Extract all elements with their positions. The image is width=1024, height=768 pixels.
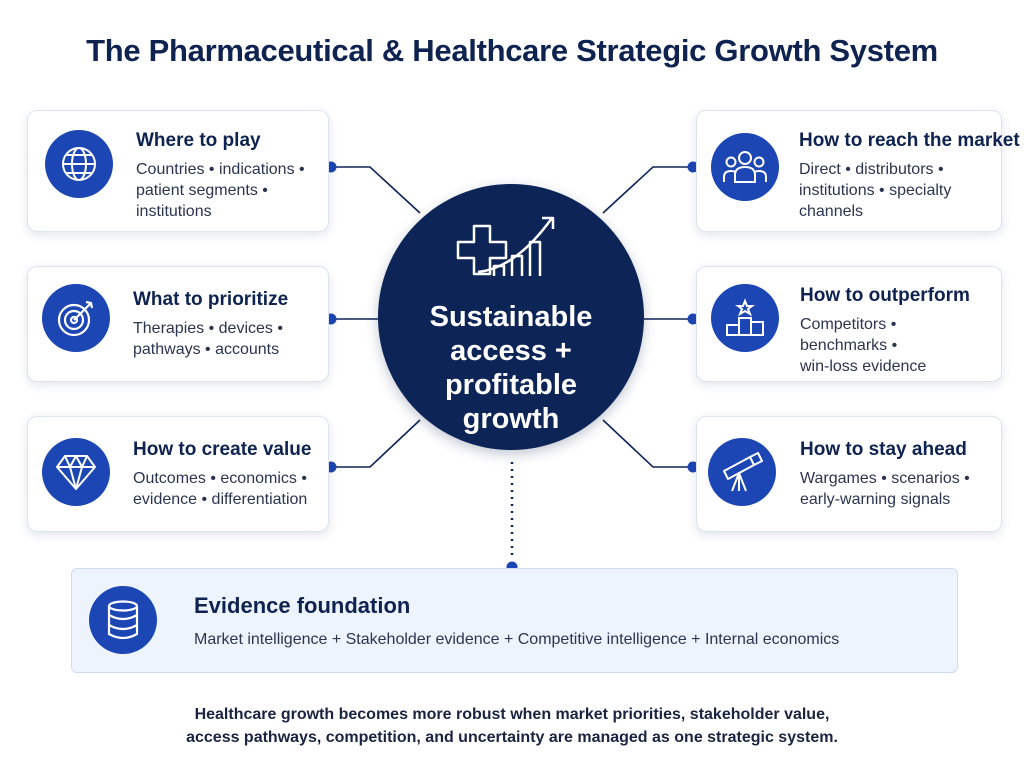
card-line: Countries • indications • bbox=[136, 161, 305, 178]
page-title: The Pharmaceutical & Healthcare Strategi… bbox=[86, 33, 938, 68]
medical-cross-growth-chart-icon bbox=[456, 216, 555, 276]
connector-reach-market bbox=[602, 166, 693, 214]
globe-icon bbox=[45, 130, 113, 198]
card-line: Outcomes • economics • bbox=[133, 470, 307, 487]
card-how-to-stay-ahead: How to stay ahead Wargames • scenarios •… bbox=[696, 416, 1002, 532]
hub-circle: Sustainable access + profitable growth bbox=[378, 184, 644, 450]
card-line: benchmarks • bbox=[800, 337, 898, 354]
card-line: Direct • distributors • bbox=[799, 161, 944, 178]
card-line: early-warning signals bbox=[800, 491, 951, 508]
people-group-icon bbox=[711, 133, 779, 201]
database-icon bbox=[89, 586, 157, 654]
target-icon bbox=[42, 284, 110, 352]
card-how-to-outperform: How to outperform Competitors • benchmar… bbox=[696, 266, 1002, 382]
card-title: What to prioritize bbox=[133, 289, 289, 310]
podium-icon bbox=[711, 284, 779, 352]
footer-summary: Healthcare growth becomes more robust wh… bbox=[186, 706, 838, 746]
diamond-icon bbox=[42, 438, 110, 506]
connector-create-value bbox=[331, 419, 421, 468]
evidence-foundation-panel: Evidence foundation Market intelligence … bbox=[71, 568, 958, 673]
card-how-to-reach-the-market: How to reach the market Direct • distrib… bbox=[696, 110, 1020, 232]
card-title: Where to play bbox=[136, 130, 261, 151]
card-title: How to reach the market bbox=[799, 130, 1020, 151]
card-where-to-play: Where to play Countries • indications • … bbox=[27, 110, 329, 232]
card-line: institutions bbox=[136, 203, 212, 220]
card-how-to-create-value: How to create value Outcomes • economics… bbox=[27, 416, 329, 532]
card-line: pathways • accounts bbox=[133, 341, 280, 358]
connector-where-to-play bbox=[331, 166, 421, 214]
card-title: How to stay ahead bbox=[800, 439, 967, 460]
foundation-title: Evidence foundation bbox=[194, 593, 411, 618]
telescope-icon bbox=[708, 438, 776, 506]
card-line: evidence • differentiation bbox=[133, 491, 308, 508]
card-what-to-prioritize: What to prioritize Therapies • devices •… bbox=[27, 266, 329, 382]
card-line: institutions • specialty bbox=[799, 182, 952, 199]
card-line: Competitors • bbox=[800, 316, 897, 333]
card-line: patient segments • bbox=[136, 182, 268, 199]
foundation-text: Market intelligence + Stakeholder eviden… bbox=[194, 631, 840, 648]
card-line: channels bbox=[799, 203, 864, 220]
hub-text: Sustainable access + profitable growth bbox=[429, 301, 593, 435]
card-title: How to outperform bbox=[800, 285, 970, 306]
card-line: win-loss evidence bbox=[800, 358, 927, 375]
card-line: Therapies • devices • bbox=[133, 320, 283, 337]
card-line: Wargames • scenarios • bbox=[800, 470, 970, 487]
card-title: How to create value bbox=[133, 439, 312, 460]
connector-stay-ahead bbox=[602, 419, 693, 468]
